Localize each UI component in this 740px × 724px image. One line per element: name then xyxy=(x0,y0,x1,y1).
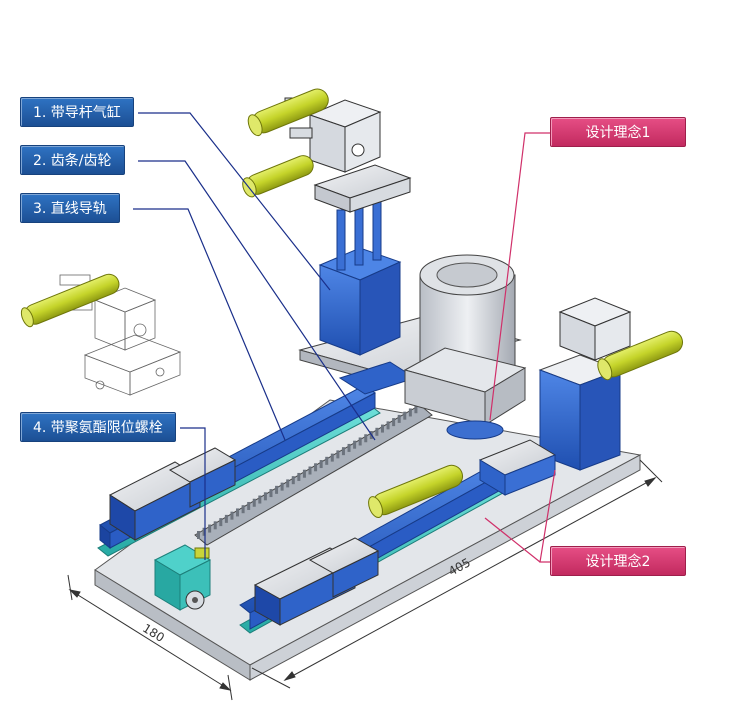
rail-end-blocks-left xyxy=(108,447,237,541)
rack-tooth xyxy=(414,405,418,414)
rack-tooth xyxy=(308,466,312,475)
guide-rod-cylinder xyxy=(284,97,412,356)
rack-tooth xyxy=(403,411,407,420)
rack-tooth xyxy=(358,437,362,446)
dimension-lines xyxy=(67,459,663,701)
rack-tooth xyxy=(330,453,334,462)
gripper-pads-top xyxy=(242,88,329,198)
rack-tooth xyxy=(341,447,345,456)
rack-tooth xyxy=(291,476,295,485)
rack-tooth xyxy=(280,482,284,491)
stop-bolt-bracket xyxy=(153,544,212,611)
servo-motor xyxy=(403,254,527,440)
rack-tooth xyxy=(224,514,228,523)
gripper-detail-pad xyxy=(20,273,120,328)
leader-linear-guide xyxy=(133,208,286,441)
rack-tooth xyxy=(286,479,290,488)
callout-leader-lines xyxy=(133,112,556,563)
rack-tooth xyxy=(392,418,396,427)
rack-tooth xyxy=(380,424,384,433)
gripper-pads-right xyxy=(597,330,684,381)
rack-tooth xyxy=(325,456,329,465)
rack-tooth xyxy=(336,450,340,459)
rack-tooth xyxy=(263,492,267,501)
leader-design-concept-2b xyxy=(484,517,541,563)
gear-rack xyxy=(194,404,433,546)
rack-tooth xyxy=(197,531,200,539)
rack-tooth xyxy=(302,469,306,478)
rack-tooth xyxy=(314,463,318,472)
rack-tooth xyxy=(347,443,351,452)
leader-stop-bolt xyxy=(180,427,206,560)
callout-design-concept-1: 设计理念1 xyxy=(550,117,686,147)
rack-tooth xyxy=(275,485,279,494)
rack-tooth xyxy=(202,527,206,536)
rack-tooth xyxy=(236,508,240,517)
rack-tooth xyxy=(319,460,323,469)
callout-guide-rod-cylinder: 1. 带导杆气缸 xyxy=(20,97,134,127)
callout-stop-bolt: 4. 带聚氨酯限位螺栓 xyxy=(20,412,176,442)
rack-tooth xyxy=(252,498,256,507)
rack-tooth xyxy=(353,440,357,449)
leader-design-concept-1 xyxy=(489,132,550,421)
callout-linear-guide: 3. 直线导轨 xyxy=(20,193,120,223)
rack-tooth xyxy=(269,489,273,498)
rack-tooth xyxy=(397,414,401,423)
rack-tooth xyxy=(219,518,223,527)
rack-tooth xyxy=(213,521,217,530)
rack-tooth xyxy=(208,524,212,533)
rack-tooth xyxy=(297,472,301,481)
callout-rack-gear: 2. 齿条/齿轮 xyxy=(20,145,125,175)
rack-tooth xyxy=(241,505,245,514)
leader-rack-gear xyxy=(138,160,376,441)
rack-tooth xyxy=(386,421,390,430)
rail-slide-blocks-right xyxy=(253,537,380,626)
callout-design-concept-2: 设计理念2 xyxy=(550,546,686,576)
rack-teeth xyxy=(197,405,418,539)
rack-tooth xyxy=(230,511,234,520)
rack-tooth xyxy=(247,501,251,510)
rack-tooth xyxy=(408,408,412,417)
gripper-pad-on-base xyxy=(368,464,464,518)
rack-tooth xyxy=(364,434,368,443)
leader-guide-rod-cylinder xyxy=(138,112,331,291)
rack-tooth xyxy=(375,427,379,436)
rack-tooth xyxy=(258,495,262,504)
